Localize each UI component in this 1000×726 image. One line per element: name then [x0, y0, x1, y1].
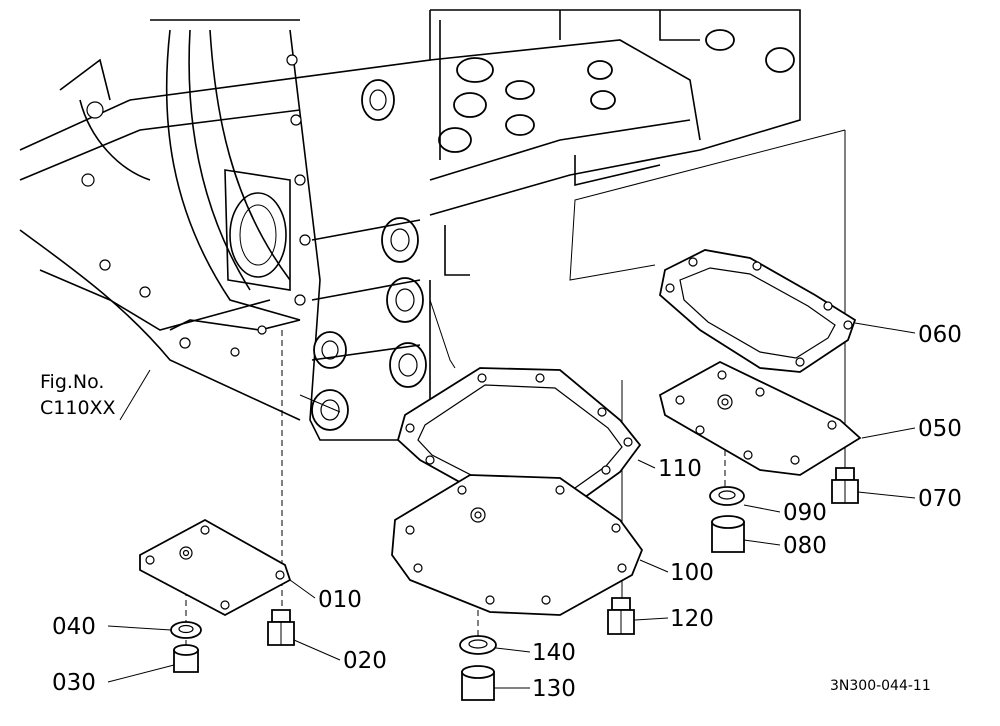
label-080: 080: [783, 533, 827, 559]
label-020: 020: [343, 648, 387, 674]
label-050: 050: [918, 416, 962, 442]
figure-reference-line2: C110XX: [40, 397, 116, 419]
gasket-110: [396, 367, 642, 516]
figure-reference-line1: Fig.No.: [40, 371, 104, 393]
part-labels: 060 050 070 090 080 110 100 120 140 130 …: [40, 322, 962, 702]
label-090: 090: [783, 500, 827, 526]
label-130: 130: [532, 676, 576, 702]
label-060: 060: [918, 322, 962, 348]
label-110: 110: [658, 456, 702, 482]
callout-leaders: [107, 322, 916, 689]
label-030: 030: [52, 670, 96, 696]
label-120: 120: [670, 606, 714, 632]
label-100: 100: [670, 560, 714, 586]
cover-plate-100: [391, 474, 644, 616]
drawing-code: 3N300-044-11: [830, 678, 931, 694]
cover-plate-010: [139, 518, 292, 617]
cover-plate-050: [658, 360, 862, 476]
label-040: 040: [52, 614, 96, 640]
transmission-housing: [19, 9, 801, 441]
gasket-060: [659, 249, 857, 373]
label-140: 140: [532, 640, 576, 666]
fasteners: [170, 467, 859, 701]
label-010: 010: [318, 587, 362, 613]
label-070: 070: [918, 486, 962, 512]
